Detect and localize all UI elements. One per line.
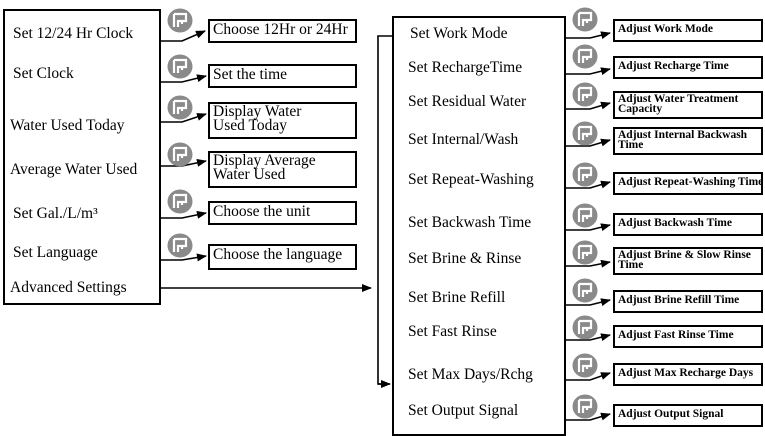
menu-item-set-internal-wash[interactable]: Set Internal/Wash (408, 131, 519, 148)
action-box-work-mode: Adjust Work Mode (613, 19, 763, 42)
action-box-output-signal: Adjust Output Signal (613, 404, 763, 427)
action-box-max-recharge-days: Adjust Max Recharge Days (613, 363, 763, 386)
menu-button-icon[interactable] (572, 44, 598, 69)
action-box-choose-language: Choose the language (208, 244, 357, 270)
menu-button-icon[interactable] (572, 7, 598, 32)
action-box-backwash-time: Adjust Backwash Time (613, 213, 763, 236)
menu-button-icon[interactable] (572, 82, 598, 107)
menu-button-icon[interactable] (167, 54, 193, 79)
menu-button-icon[interactable] (572, 394, 598, 419)
basic-settings-menu (3, 9, 161, 305)
menu-item-set-12-24-hr-clock[interactable]: Set 12/24 Hr Clock (13, 25, 134, 42)
action-box-fast-rinse-time: Adjust Fast Rinse Time (613, 325, 763, 348)
menu-item-set-output-signal[interactable]: Set Output Signal (408, 402, 519, 419)
menu-item-set-unit[interactable]: Set Gal./L/m³ (13, 205, 98, 222)
menu-item-set-residual-water[interactable]: Set Residual Water (408, 93, 527, 110)
menu-item-set-brine-rinse[interactable]: Set Brine & Rinse (408, 250, 522, 267)
menu-button-icon[interactable] (572, 315, 598, 340)
menu-item-set-repeat-washing[interactable]: Set Repeat-Washing (408, 171, 534, 188)
menu-item-average-water-used[interactable]: Average Water Used (10, 161, 138, 178)
menu-button-icon[interactable] (572, 353, 598, 378)
action-box-recharge-time: Adjust Recharge Time (613, 56, 763, 79)
menu-item-advanced-settings[interactable]: Advanced Settings (10, 279, 127, 296)
action-box-repeat-washing-time: Adjust Repeat-Washing Time (613, 172, 763, 195)
menu-item-set-language[interactable]: Set Language (13, 244, 98, 261)
menu-item-set-work-mode[interactable]: Set Work Mode (410, 25, 508, 42)
menu-button-icon[interactable] (572, 278, 598, 303)
menu-button-icon[interactable] (167, 8, 193, 33)
menu-button-icon[interactable] (167, 95, 193, 120)
menu-button-icon[interactable] (572, 240, 598, 265)
advanced-settings-menu (392, 16, 566, 436)
menu-item-water-used-today[interactable]: Water Used Today (10, 117, 125, 134)
menu-button-icon[interactable] (167, 233, 193, 258)
menu-button-icon[interactable] (572, 162, 598, 187)
action-box-choose-clock-format: Choose 12Hr or 24Hr (208, 19, 357, 43)
menu-button-icon[interactable] (167, 189, 193, 214)
action-box-brine-refill-time: Adjust Brine Refill Time (613, 290, 763, 313)
menu-item-set-max-days[interactable]: Set Max Days/Rchg (408, 366, 533, 383)
menu-item-set-fast-rinse[interactable]: Set Fast Rinse (408, 323, 497, 340)
menu-item-set-backwash-time[interactable]: Set Backwash Time (408, 214, 532, 231)
menu-button-icon[interactable] (572, 203, 598, 228)
menu-item-set-clock[interactable]: Set Clock (13, 65, 74, 82)
menu-item-set-brine-refill[interactable]: Set Brine Refill (408, 289, 506, 306)
menu-button-icon[interactable] (572, 121, 598, 146)
action-box-set-time: Set the time (208, 64, 357, 88)
menu-item-set-recharge-time[interactable]: Set RechargeTime (408, 59, 523, 76)
menu-button-icon[interactable] (167, 142, 193, 167)
action-box-choose-unit: Choose the unit (208, 201, 357, 225)
